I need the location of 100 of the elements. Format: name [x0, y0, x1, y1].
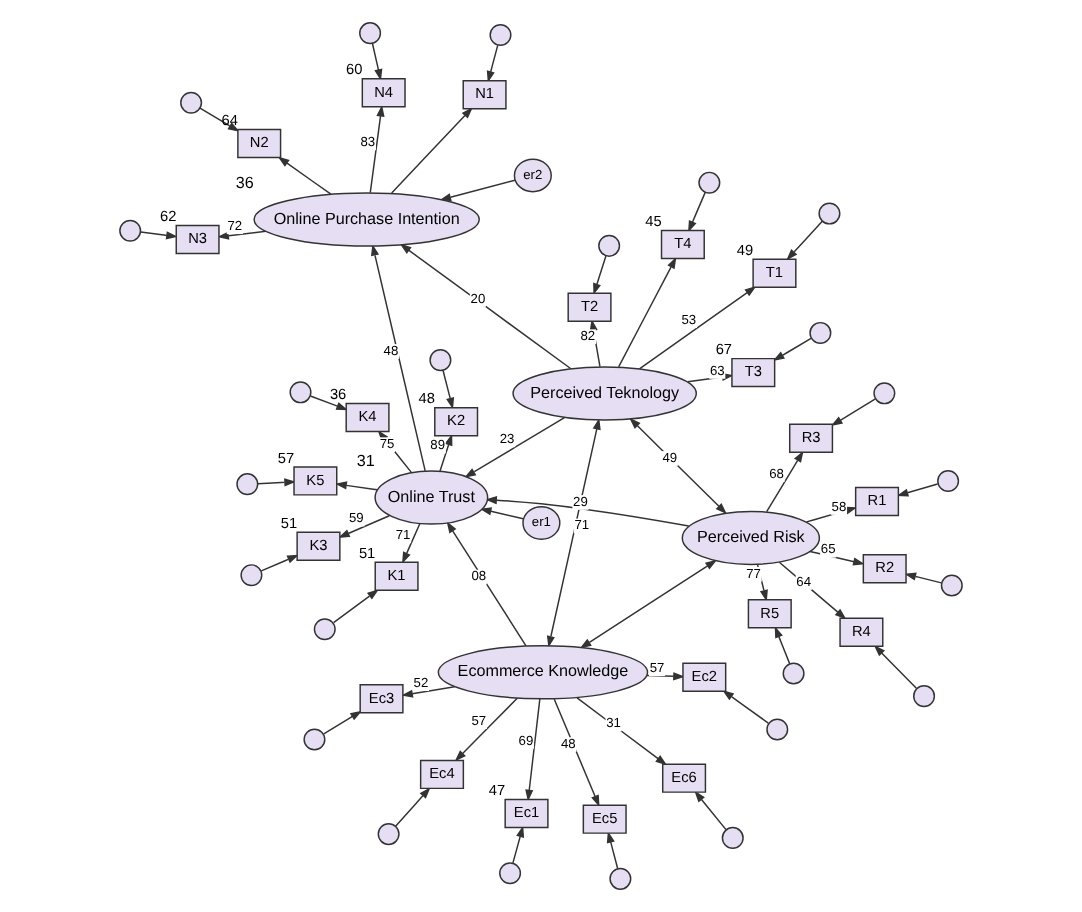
node-label: 60 — [346, 60, 363, 79]
arrow — [576, 697, 668, 766]
node-label: 31 — [356, 452, 375, 471]
node-box: K2 — [434, 406, 479, 437]
node-box: K3 — [296, 531, 341, 562]
node-box: Ec3 — [359, 684, 404, 714]
node-label: 67 — [715, 340, 733, 359]
arrow — [722, 690, 770, 724]
arrow — [756, 563, 768, 602]
node-box: Ec2 — [682, 662, 727, 692]
node-box: T1 — [752, 258, 797, 288]
node-circle — [698, 171, 721, 194]
arrow — [464, 416, 566, 478]
arrow — [786, 220, 823, 261]
arrow — [486, 44, 499, 83]
arrow — [394, 787, 431, 827]
arrow — [617, 256, 677, 368]
node-circle — [303, 728, 326, 751]
arrow — [371, 42, 383, 81]
node-box: Ec5 — [582, 804, 627, 834]
node-box: Ec4 — [419, 759, 465, 790]
node-circle — [937, 469, 960, 493]
node-circle — [913, 685, 936, 708]
arrow — [809, 550, 865, 566]
arrow — [337, 515, 391, 538]
node-box: K4 — [345, 402, 390, 433]
node-circle — [818, 202, 841, 225]
node-circle — [940, 574, 963, 597]
arrow — [774, 626, 791, 665]
arrow — [442, 369, 455, 410]
node-label: 36 — [235, 174, 254, 193]
arrow — [830, 398, 877, 427]
arrow — [546, 417, 601, 648]
node-circle — [313, 618, 336, 641]
arrow — [260, 554, 299, 572]
node-box: N2 — [237, 128, 282, 159]
node-box: N1 — [462, 80, 507, 110]
arrow — [217, 230, 267, 240]
arrow — [606, 831, 619, 870]
arrow — [277, 156, 332, 195]
node-box: T3 — [731, 357, 776, 388]
node-circle — [180, 91, 203, 114]
node-circle — [782, 662, 805, 685]
arrow — [439, 433, 453, 472]
node-circle — [499, 862, 522, 885]
arrow — [772, 337, 812, 362]
node-box: Ec1 — [504, 798, 549, 829]
node-circle — [377, 823, 400, 846]
node-label: 62 — [159, 206, 177, 225]
arrow — [778, 561, 847, 620]
arrow — [309, 395, 349, 411]
node-ellipse: Perceived Teknology — [512, 366, 698, 421]
node-box: R3 — [788, 423, 834, 453]
arrow — [335, 481, 379, 491]
arrow — [904, 572, 943, 584]
node-label: 51 — [358, 543, 376, 562]
node-circle — [721, 826, 744, 849]
arrow — [323, 710, 363, 735]
arrow — [553, 698, 600, 807]
node-circle — [289, 381, 312, 404]
node-ellipse: Perceived Risk — [681, 510, 821, 566]
node-circle — [359, 22, 382, 45]
arrow — [454, 697, 519, 762]
node-box: T2 — [567, 292, 612, 322]
node-circle — [240, 564, 263, 587]
node-circle — [809, 321, 832, 344]
node-box: R4 — [839, 617, 884, 647]
node-label: 48 — [418, 389, 435, 408]
node-label: 49 — [736, 240, 754, 259]
arrow — [479, 507, 524, 520]
node-circle — [609, 867, 632, 890]
node-circle — [873, 382, 896, 405]
arrow — [332, 589, 379, 624]
node-circle — [766, 718, 789, 741]
node-circle — [598, 234, 621, 257]
node-ellipse: Ecommerce Knowledge — [437, 645, 649, 700]
node-box: K1 — [374, 561, 419, 591]
node-box: K5 — [293, 466, 338, 496]
arrow — [896, 483, 939, 497]
node-box: N4 — [361, 78, 406, 108]
arrow — [593, 255, 607, 296]
arrow — [390, 107, 473, 194]
arrow — [140, 231, 178, 240]
node-circle — [236, 473, 259, 496]
arrow — [638, 286, 757, 370]
arrow — [694, 790, 727, 831]
node-box: R1 — [854, 486, 900, 517]
arrow — [369, 104, 385, 194]
arrow — [525, 698, 541, 802]
arrow — [646, 672, 685, 681]
arrow — [402, 523, 421, 564]
node-box: T4 — [660, 229, 705, 260]
node-circle — [119, 219, 142, 242]
arrow — [512, 825, 525, 864]
node-box: R5 — [747, 599, 792, 629]
arrow — [446, 521, 527, 647]
node-circle — [429, 349, 452, 372]
node-label: 45 — [645, 212, 662, 231]
node-box: Ec6 — [662, 763, 707, 793]
arrow — [579, 559, 718, 649]
